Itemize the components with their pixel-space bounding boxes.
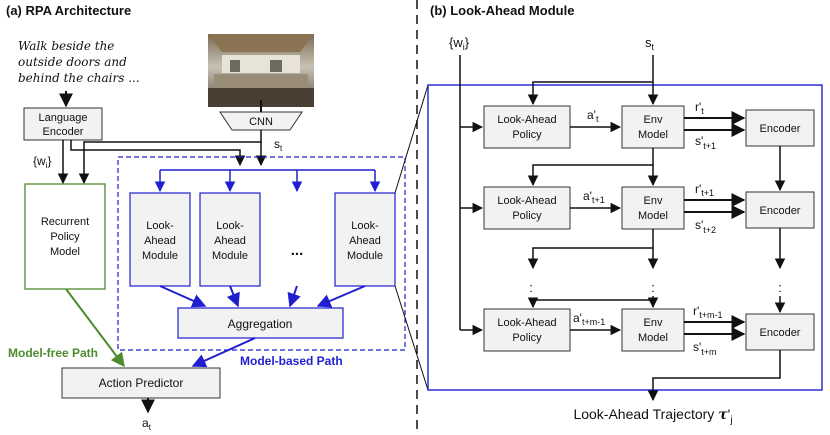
svg-text:Encoder: Encoder bbox=[760, 205, 801, 217]
model-based-path-label: Model-based Path bbox=[240, 354, 343, 368]
policy-box-3: Look-Ahead Policy bbox=[483, 308, 571, 352]
st-label-a: st bbox=[274, 137, 283, 153]
svg-text:Module: Module bbox=[142, 250, 178, 262]
policy-box-1: Look-Ahead Policy bbox=[483, 105, 571, 149]
svg-text:Look-Ahead: Look-Ahead bbox=[497, 317, 556, 329]
svg-text:Ahead: Ahead bbox=[214, 235, 246, 247]
zoom-connector-bottom bbox=[394, 285, 429, 391]
trajectory-output-arrow bbox=[647, 350, 781, 402]
encoder-box-1: Encoder bbox=[745, 109, 815, 147]
svg-text:Model: Model bbox=[638, 332, 668, 344]
action-label-3: a't+m-1 bbox=[573, 311, 605, 327]
wi-label-b: {wi} bbox=[449, 35, 470, 52]
svg-text:Env: Env bbox=[644, 114, 663, 126]
reward-label-2: r't+1 bbox=[695, 182, 714, 198]
svg-text:Ahead: Ahead bbox=[144, 235, 176, 247]
scene-image bbox=[208, 34, 314, 107]
module2-to-agg-arrow bbox=[226, 285, 240, 308]
vdots-encoder: : bbox=[778, 280, 782, 295]
encoder-box-3: Encoder bbox=[745, 313, 815, 351]
look-ahead-module-3: Look- Ahead Module bbox=[334, 192, 396, 287]
instruction-line-3: behind the chairs ... bbox=[18, 71, 140, 85]
dots-to-policy3-arrow bbox=[527, 297, 653, 309]
cnn-block bbox=[219, 111, 303, 131]
instruction-line-2: outside doors and bbox=[18, 55, 127, 69]
svg-text:Look-: Look- bbox=[216, 220, 244, 232]
ellipsis-to-agg-arrow bbox=[287, 285, 301, 308]
svg-text:Policy: Policy bbox=[512, 210, 542, 222]
panel-b-title: (b) Look-Ahead Module bbox=[430, 3, 574, 18]
wi-label-a: {wi} bbox=[33, 154, 51, 170]
rpm-label-2: Policy bbox=[50, 231, 80, 243]
look-ahead-module-panel bbox=[427, 84, 823, 391]
st-label-b: st bbox=[645, 35, 655, 52]
trajectory-label: Look-Ahead Trajectory τ'j bbox=[573, 406, 732, 426]
svg-text:Env: Env bbox=[644, 195, 663, 207]
language-encoder-label-2: Encoder bbox=[43, 126, 84, 138]
svg-text:Model: Model bbox=[638, 129, 668, 141]
encoder-box-2: Encoder bbox=[745, 191, 815, 229]
svg-text:Module: Module bbox=[212, 250, 248, 262]
svg-text:Module: Module bbox=[347, 250, 383, 262]
rpm-label-1: Recurrent bbox=[41, 216, 89, 228]
env-model-box-2: Env Model bbox=[621, 186, 685, 230]
cnn-label: CNN bbox=[249, 116, 273, 128]
st-to-rpm-line bbox=[78, 130, 262, 185]
svg-text:Env: Env bbox=[644, 317, 663, 329]
svg-text:Encoder: Encoder bbox=[760, 123, 801, 135]
zoom-connector-top bbox=[394, 84, 429, 194]
panel-a-title: (a) RPA Architecture bbox=[6, 3, 131, 18]
module1-to-agg-arrow bbox=[159, 285, 207, 308]
model-free-path-label: Model-free Path bbox=[8, 346, 98, 360]
look-ahead-module-2: Look- Ahead Module bbox=[199, 192, 261, 287]
vdots-env: : bbox=[651, 280, 655, 295]
rpm-label-3: Model bbox=[50, 246, 80, 258]
action-label-1: a't bbox=[587, 108, 599, 124]
aggregation-box bbox=[177, 307, 344, 339]
state-label-3: s't+m bbox=[693, 340, 717, 357]
policy-box-2: Look-Ahead Policy bbox=[483, 186, 571, 230]
aggregation-label: Aggregation bbox=[228, 317, 293, 331]
svg-text:Look-Ahead: Look-Ahead bbox=[497, 114, 556, 126]
model-based-arrow bbox=[191, 337, 256, 368]
svg-text:Model: Model bbox=[638, 210, 668, 222]
state-label-1: s't+1 bbox=[695, 134, 716, 151]
vdots-policy: : bbox=[529, 280, 533, 295]
svg-text:Policy: Policy bbox=[512, 129, 542, 141]
svg-text:Policy: Policy bbox=[512, 332, 542, 344]
recurrent-policy-model-box bbox=[24, 183, 106, 290]
svg-text:Look-: Look- bbox=[351, 220, 379, 232]
action-predictor-label: Action Predictor bbox=[99, 376, 184, 390]
svg-text:Encoder: Encoder bbox=[760, 327, 801, 339]
reward-label-1: r't bbox=[695, 100, 704, 116]
module3-to-agg-arrow bbox=[316, 285, 366, 308]
model-free-arrow bbox=[65, 288, 125, 368]
env-model-box-3: Env Model bbox=[621, 308, 685, 352]
at-label: at bbox=[142, 416, 152, 432]
wi-to-lam-line bbox=[70, 140, 246, 167]
svg-text:Ahead: Ahead bbox=[349, 235, 381, 247]
svg-text:Look-: Look- bbox=[146, 220, 174, 232]
look-ahead-module-1: Look- Ahead Module bbox=[129, 192, 191, 287]
language-encoder-box bbox=[23, 107, 103, 141]
st-to-policy-1 bbox=[527, 81, 653, 106]
env-model-box-1: Env Model bbox=[621, 105, 685, 149]
instruction-line-1: Walk beside the bbox=[18, 39, 114, 53]
action-predictor-box bbox=[61, 367, 221, 399]
modules-ellipsis: ... bbox=[291, 242, 304, 259]
reward-label-3: r't+m-1 bbox=[693, 304, 723, 320]
env1-to-policy2-arrow bbox=[527, 164, 653, 187]
svg-text:Look-Ahead: Look-Ahead bbox=[497, 195, 556, 207]
state-label-2: s't+2 bbox=[695, 218, 716, 235]
language-encoder-label-1: Language bbox=[39, 112, 88, 124]
action-label-2: a't+1 bbox=[583, 189, 605, 205]
env2-to-dots-arrow bbox=[527, 247, 653, 270]
